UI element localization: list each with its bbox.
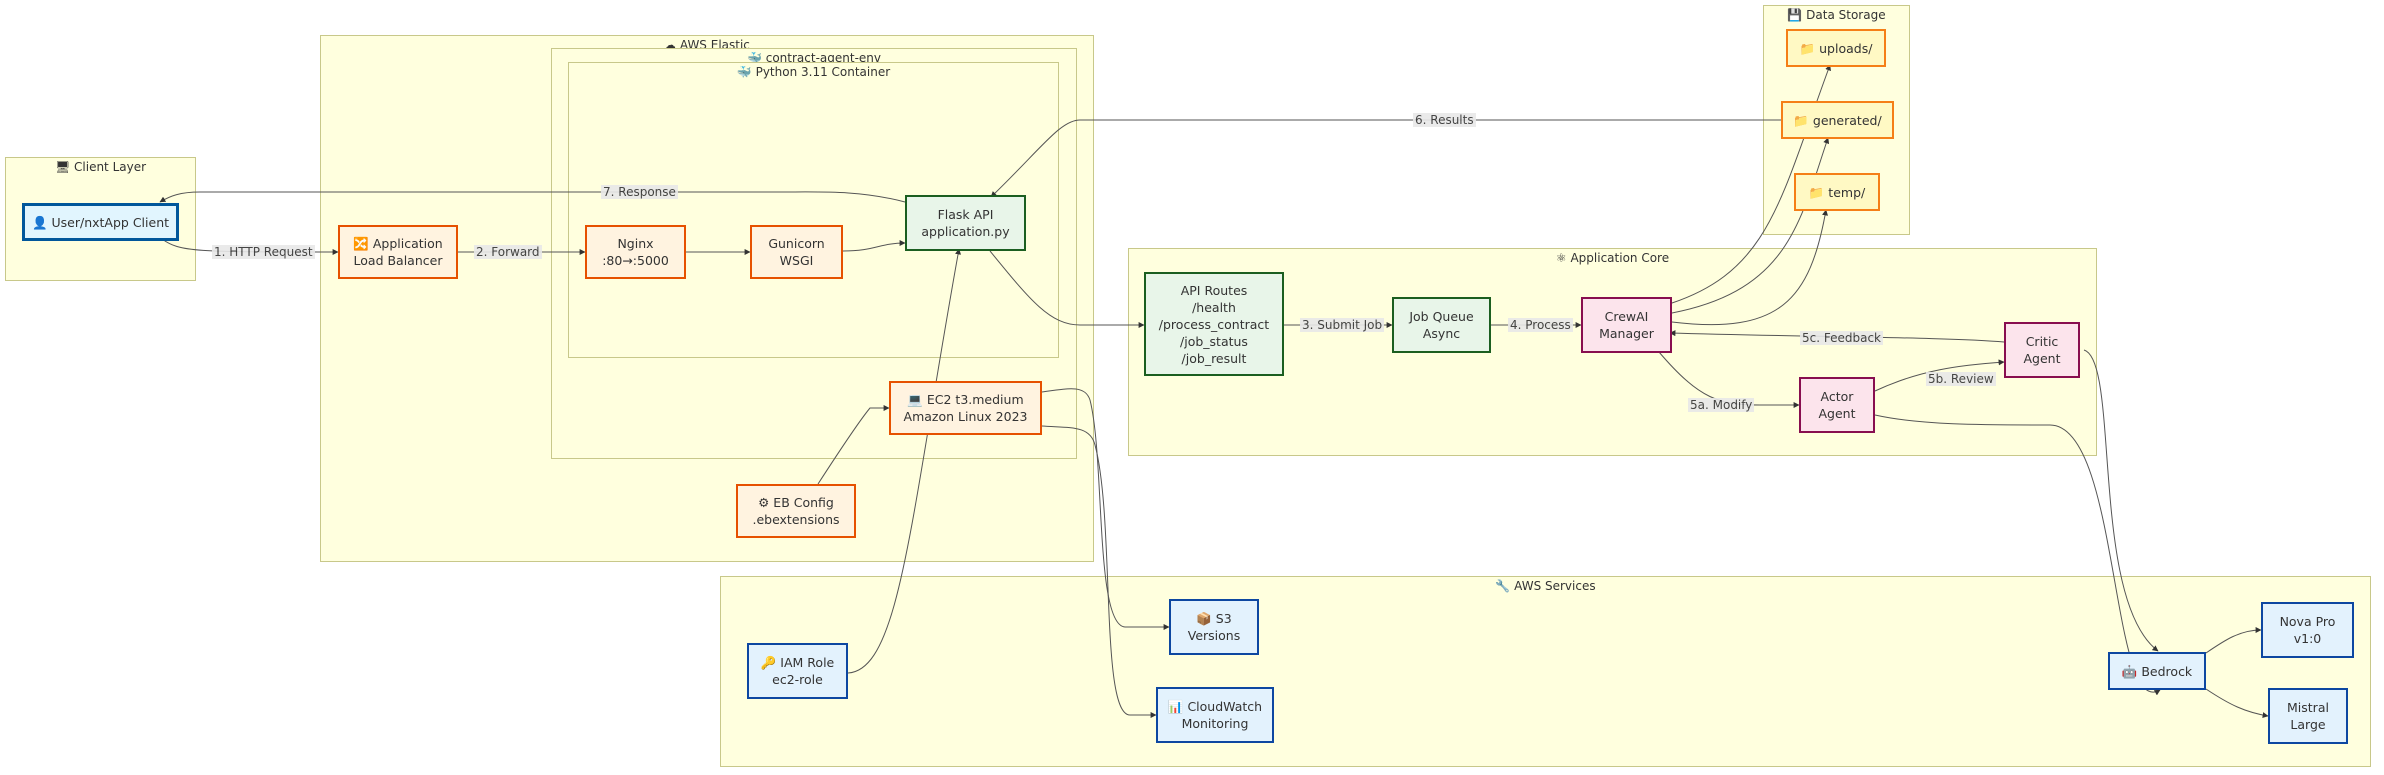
edge-crewai-generated: [1671, 137, 1830, 314]
ec2-node[interactable]: 💻 EC2 t3.medium Amazon Linux 2023: [889, 381, 1042, 435]
s3-node[interactable]: 📦 S3 Versions: [1169, 599, 1259, 655]
edge-bedrock-nova: [2205, 627, 2262, 654]
edge-label-http-request: 1. HTTP Request: [212, 245, 315, 259]
edge-crewai-temp: [1671, 209, 1829, 326]
edge-label-feedback: 5c. Feedback: [1800, 331, 1884, 345]
api-routes-node[interactable]: API Routes /health /process_contract /jo…: [1144, 272, 1284, 376]
edge-iam-flask: [847, 248, 961, 674]
edge-gunicorn-flask: [842, 240, 906, 252]
cluster-label: 🔧 AWS Services: [1495, 579, 1596, 593]
client-node[interactable]: 👤 User/nxtApp Client: [22, 203, 179, 241]
flask-api-node[interactable]: Flask API application.py: [905, 195, 1026, 251]
eb-config-node[interactable]: ⚙ EB Config .ebextensions: [736, 484, 856, 538]
temp-node[interactable]: 📁 temp/: [1794, 173, 1880, 211]
edge-review: [1874, 359, 2005, 392]
uploads-node[interactable]: 📁 uploads/: [1786, 29, 1886, 67]
cluster-label: 🐳 Python 3.11 Container: [736, 65, 891, 79]
edge-label-response: 7. Response: [601, 185, 678, 199]
edge-ec2-cloudwatch: [1041, 425, 1157, 718]
actor-agent-node[interactable]: Actor Agent: [1799, 377, 1875, 433]
gunicorn-node[interactable]: Gunicorn WSGI: [750, 225, 843, 279]
generated-node[interactable]: 📁 generated/: [1781, 101, 1894, 139]
load-balancer-node[interactable]: 🔀 Application Load Balancer: [338, 225, 458, 279]
nova-pro-node[interactable]: Nova Pro v1:0: [2261, 602, 2354, 658]
edge-flask-routes: [989, 250, 1145, 328]
edge-label-modify: 5a. Modify: [1688, 398, 1755, 412]
edge-ec2-s3: [1041, 388, 1170, 630]
cluster-label: ⚛ Application Core: [1555, 251, 1670, 265]
crewai-manager-node[interactable]: CrewAI Manager: [1581, 297, 1672, 353]
cloudwatch-node[interactable]: 📊 CloudWatch Monitoring: [1156, 687, 1274, 743]
job-queue-node[interactable]: Job Queue Async: [1392, 297, 1491, 353]
edge-response: [159, 191, 906, 203]
edge-label-process: 4. Process: [1508, 318, 1573, 332]
edge-label-review: 5b. Review: [1926, 372, 1996, 386]
cluster-label: 🐳 contract-agent-env: [746, 51, 881, 65]
nginx-node[interactable]: Nginx :80→:5000: [585, 225, 686, 279]
cluster-label: 💾 Data Storage: [1787, 8, 1886, 22]
edge-critic-bedrock: [2083, 349, 2159, 652]
edge-label-results: 6. Results: [1413, 113, 1476, 127]
cluster-aws-services: 🔧 AWS Services: [720, 576, 2371, 767]
edge-bedrock-mistral: [2205, 688, 2269, 719]
edge-label-submit-job: 3. Submit Job: [1300, 318, 1385, 332]
edge-results: [990, 119, 1781, 198]
cluster-label: 🖥 Client Layer: [54, 160, 147, 174]
iam-role-node[interactable]: 🔑 IAM Role ec2-role: [747, 643, 848, 699]
edge-label-forward: 2. Forward: [474, 245, 542, 259]
critic-agent-node[interactable]: Critic Agent: [2004, 322, 2080, 378]
edge-ebconfig-ec2: [817, 405, 890, 485]
bedrock-node[interactable]: 🤖 Bedrock: [2108, 652, 2206, 690]
mistral-large-node[interactable]: Mistral Large: [2268, 688, 2348, 744]
